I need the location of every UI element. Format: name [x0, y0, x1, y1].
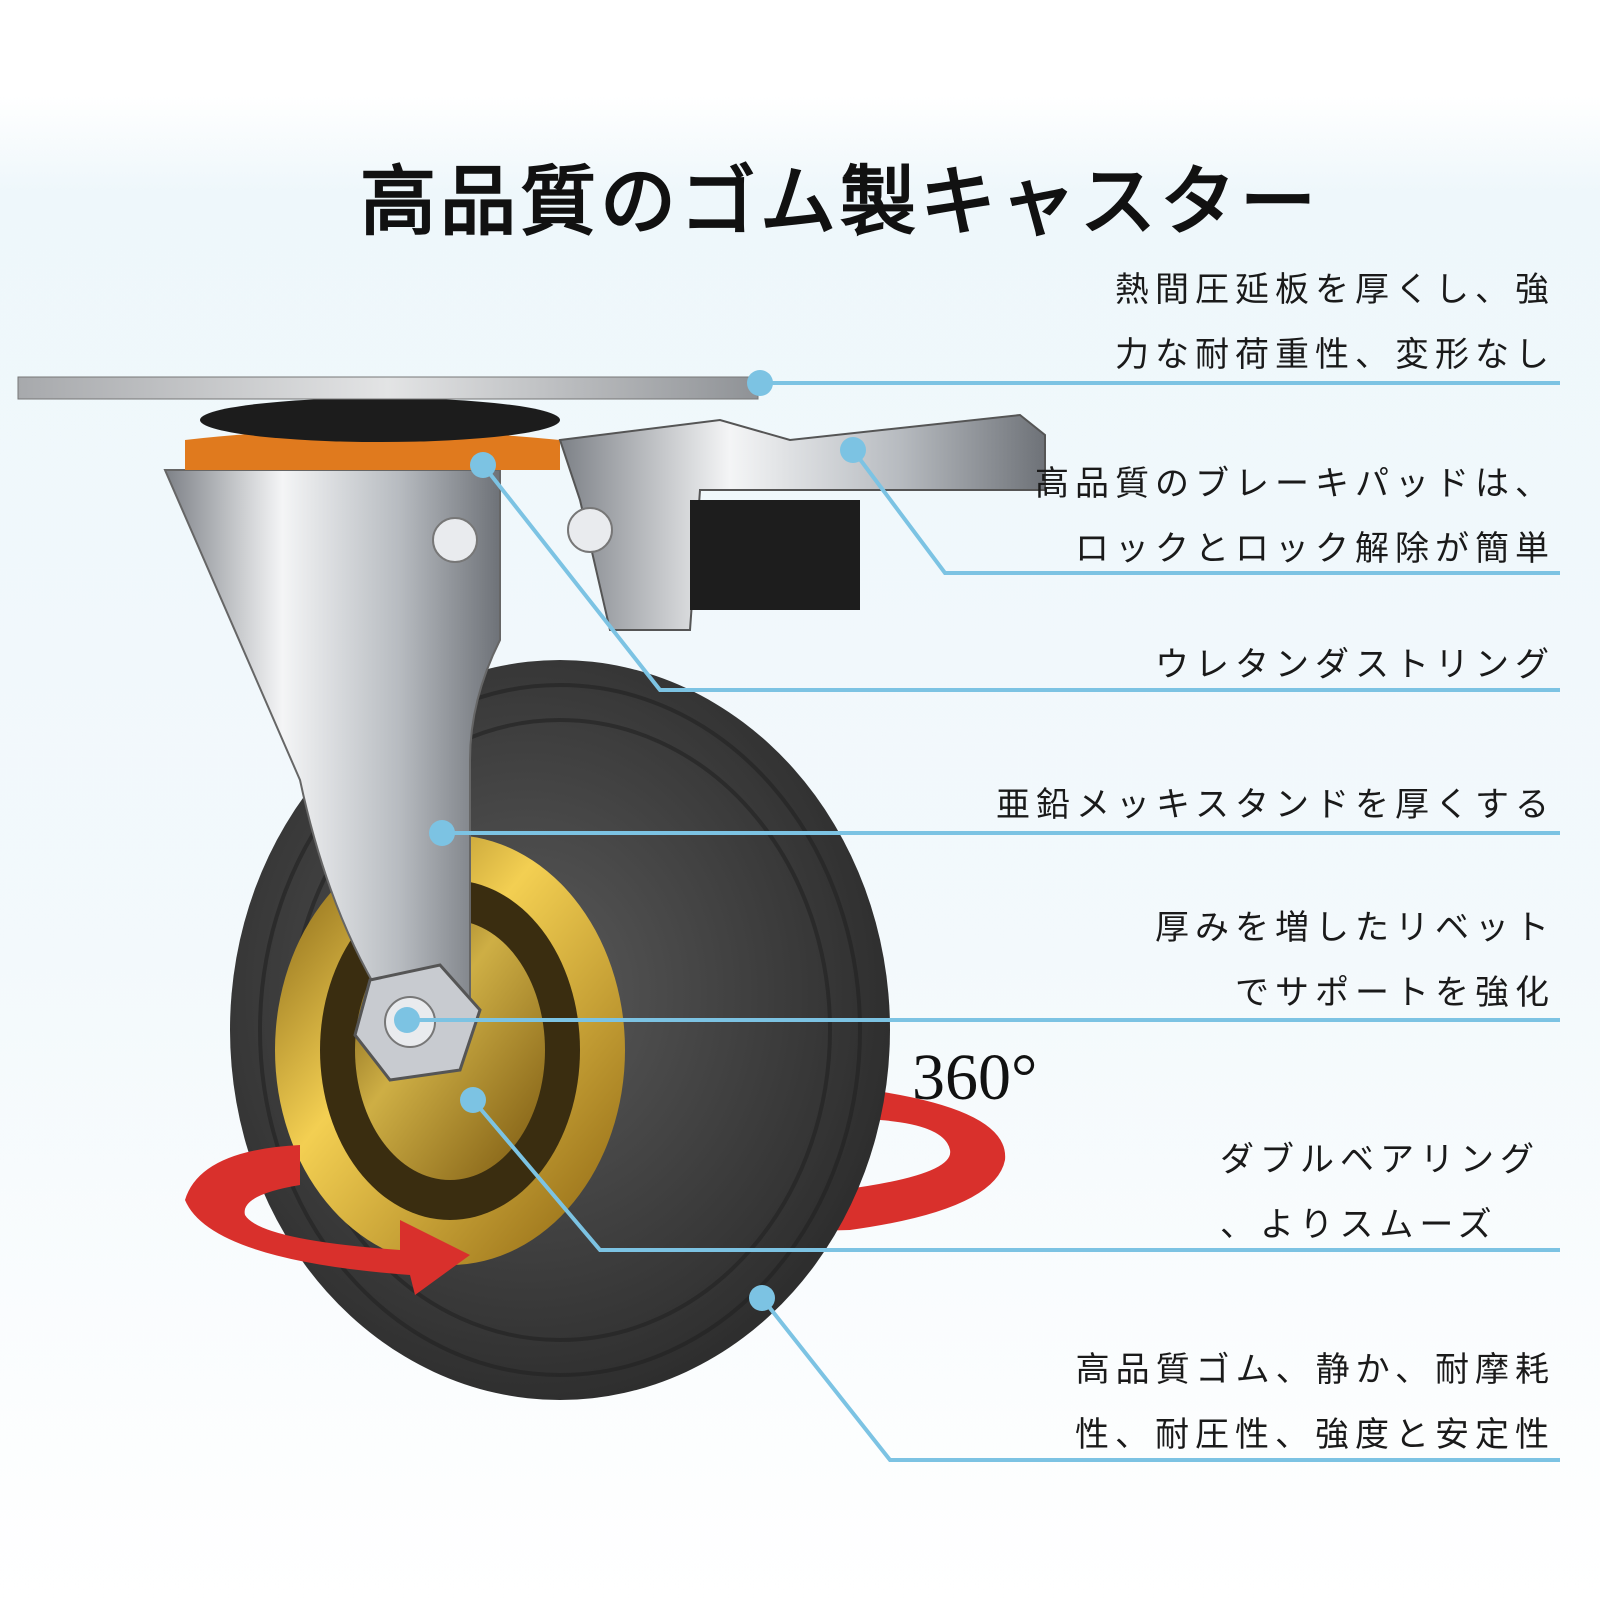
callout-dust-ring: ウレタンダストリング — [1155, 633, 1555, 698]
callout-line: 熱間圧延板を厚くし、強 — [1115, 270, 1555, 310]
leader-lines — [407, 381, 1560, 1462]
callout-line: 亜鉛メッキスタンドを厚くする — [996, 785, 1555, 825]
zinc-fork — [163, 469, 501, 1011]
callout-bearing: ダブルベアリング 、よりスムーズ — [1220, 1128, 1540, 1258]
top-plate — [17, 376, 759, 400]
callout-line: ウレタンダストリング — [1155, 645, 1555, 685]
callout-brake: 高品質のブレーキパッドは、 ロックとロック解除が簡単 — [1035, 452, 1555, 582]
callout-rubber: 高品質ゴム、静か、耐摩耗 性、耐圧性、強度と安定性 — [1075, 1338, 1555, 1468]
callout-plate: 熱間圧延板を厚くし、強 力な耐荷重性、変形なし — [1115, 258, 1555, 388]
page-title: 高品質のゴム製キャスター — [360, 157, 1320, 246]
callout-line: 、よりスムーズ — [1220, 1205, 1498, 1245]
rotation-label: 360° — [912, 1041, 1038, 1114]
callout-line: 高品質ゴム、静か、耐摩耗 — [1075, 1350, 1555, 1390]
callout-line: ダブルベアリング — [1220, 1140, 1540, 1180]
leader-dots — [394, 370, 866, 1311]
brake-pedal — [558, 413, 1046, 631]
callout-stand: 亜鉛メッキスタンドを厚くする — [996, 773, 1555, 838]
callout-line: 力な耐荷重性、変形なし — [1115, 335, 1555, 375]
callout-line: 高品質のブレーキパッドは、 — [1035, 464, 1555, 504]
callout-line: 性、耐圧性、強度と安定性 — [1075, 1415, 1555, 1455]
callout-line: ロックとロック解除が簡単 — [1075, 529, 1555, 569]
callout-line: 厚みを増したリベット — [1155, 908, 1555, 948]
dust-ring — [185, 430, 560, 470]
callout-rivet: 厚みを増したリベット でサポートを強化 — [1155, 896, 1555, 1026]
callout-line: でサポートを強化 — [1235, 973, 1555, 1013]
